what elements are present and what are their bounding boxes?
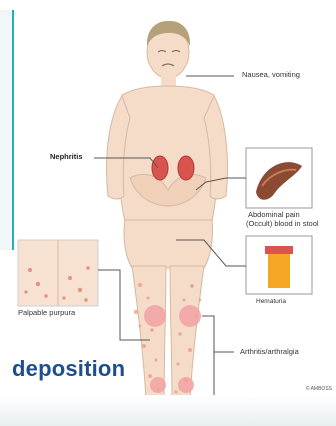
label-purpura: Palpable purpura [18,308,75,317]
copyright-text: © AMBOSS [306,386,332,392]
bottom-fade [0,395,336,426]
hematuria-inset [246,236,312,294]
hips [124,220,213,268]
label-nephritis: Nephritis [50,152,83,161]
label-nausea: Nausea, vomiting [242,70,300,79]
label-occult: (Occult) blood in stool [246,219,319,228]
label-arthritis: Arthritis/arthralgia [240,347,299,356]
label-abdominal: Abdominal pain [248,210,300,219]
intestine-inset [246,148,312,208]
child-figure [107,21,228,410]
purpura-inset [18,240,98,306]
slide-heading-fragment: deposition [12,356,125,382]
label-hematuria: Hematuria [256,298,286,306]
